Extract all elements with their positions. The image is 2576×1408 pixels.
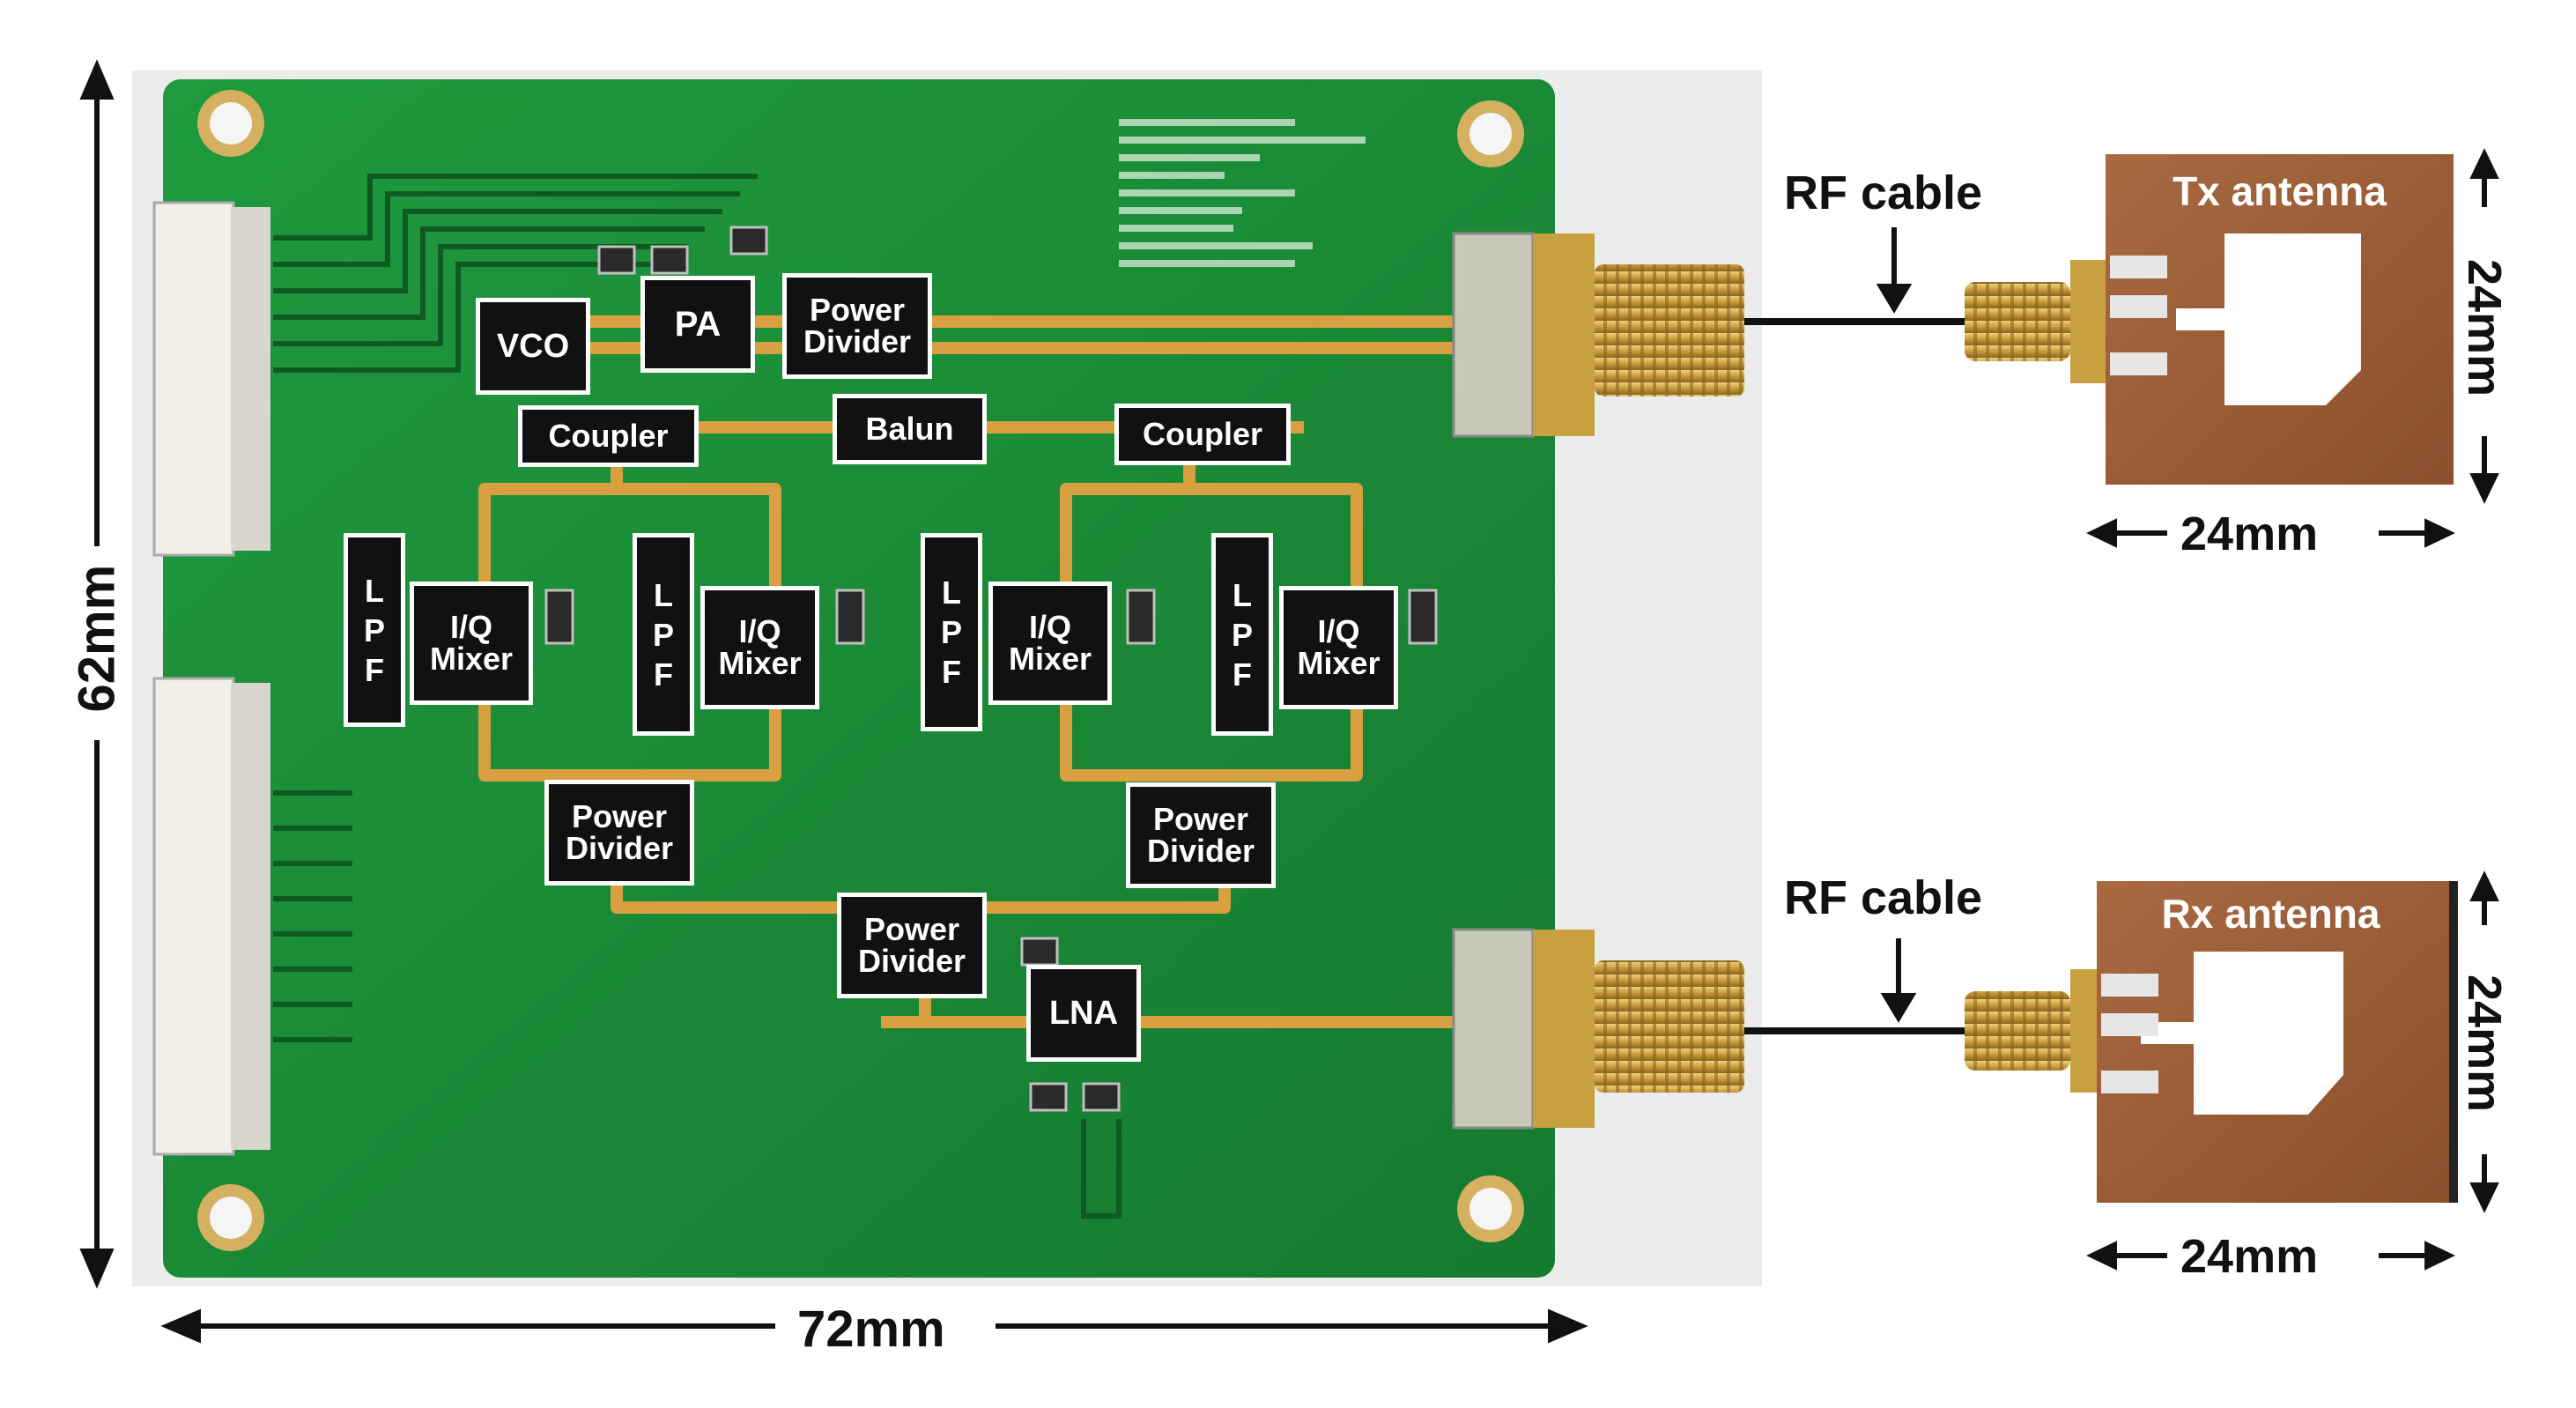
power-divider-top-line1: Power <box>809 292 906 328</box>
antenna-sma-connectors <box>1965 260 2110 1093</box>
lpf-4-p: P <box>1231 616 1253 653</box>
balun-text: Balun <box>865 411 954 447</box>
coupler-left-label: Coupler <box>518 405 699 467</box>
board-sma-connectors <box>1452 232 1744 1130</box>
board-traces <box>273 174 1121 1219</box>
iq-mixer-3-line2: Mixer <box>1008 641 1092 677</box>
pa-label: PA <box>640 276 755 373</box>
iq-mixer-label-3: I/Q Mixer <box>988 582 1112 705</box>
vco-label: VCO <box>476 298 590 395</box>
lpf-3-p: P <box>940 614 962 650</box>
silkscreen-text <box>1119 119 1366 267</box>
board-connectors <box>152 201 270 1156</box>
lpf-2-l: L <box>654 576 673 613</box>
rx-antenna-width-dimension: 24mm <box>2180 1230 2319 1283</box>
iq-mixer-2-line2: Mixer <box>718 645 802 681</box>
dimension-arrows <box>79 59 2499 1344</box>
iq-mixer-3-line1: I/Q <box>1028 609 1071 645</box>
iq-mixer-label-2: I/Q Mixer <box>700 586 819 709</box>
power-divider-center-label: Power Divider <box>837 893 987 998</box>
lpf-1-l: L <box>365 572 384 609</box>
lna-text: LNA <box>1048 995 1119 1032</box>
lpf-2-f: F <box>654 656 673 693</box>
lpf-1-p: P <box>363 611 385 648</box>
pd-bl-line2: Divider <box>565 830 674 866</box>
power-divider-bottom-right-label: Power Divider <box>1126 782 1276 888</box>
pd-br-line1: Power <box>1152 801 1249 837</box>
tx-antenna-height-dimension: 24mm <box>2458 259 2511 397</box>
pa-label-text: PA <box>674 305 722 344</box>
pd-bl-line1: Power <box>571 798 668 834</box>
lpf-4-l: L <box>1232 576 1252 613</box>
board-height-dimension: 62mm <box>68 564 126 713</box>
lpf-3-f: F <box>942 654 961 690</box>
lpf-label-4: L P F <box>1211 533 1273 736</box>
lpf-label-3: L P F <box>921 533 982 731</box>
cable-arrows <box>1876 227 1917 1023</box>
iq-mixer-1-line2: Mixer <box>429 641 514 677</box>
balun-label: Balun <box>833 394 987 464</box>
vco-label-text: VCO <box>496 328 570 365</box>
lpf-label-2: L P F <box>633 533 694 736</box>
tx-antenna-title: Tx antenna <box>2173 168 2387 214</box>
lpf-2-p: P <box>652 616 674 653</box>
pd-c-line1: Power <box>863 911 960 947</box>
coupler-right-text: Coupler <box>1142 416 1262 452</box>
rf-cable-top-label: RF cable <box>1784 167 1983 219</box>
coupler-right-label: Coupler <box>1114 404 1291 465</box>
tx-antenna-width-dimension: 24mm <box>2180 508 2319 560</box>
power-divider-top-line2: Divider <box>803 323 912 359</box>
power-divider-bottom-left-label: Power Divider <box>544 780 694 886</box>
lna-label: LNA <box>1026 965 1141 1062</box>
pd-c-line2: Divider <box>857 943 966 979</box>
iq-mixer-4-line1: I/Q <box>1317 613 1360 649</box>
mounting-holes <box>197 90 1524 1251</box>
iq-mixer-4-line2: Mixer <box>1297 645 1381 681</box>
rf-cable-bottom-label: RF cable <box>1784 871 1983 924</box>
tx-antenna-board <box>2106 154 2454 485</box>
lpf-4-f: F <box>1232 656 1252 693</box>
rx-antenna-title: Rx antenna <box>2161 891 2380 937</box>
pd-br-line2: Divider <box>1146 833 1255 869</box>
iq-mixer-label-4: I/Q Mixer <box>1279 586 1398 709</box>
iq-mixer-2-line1: I/Q <box>738 613 781 649</box>
lpf-1-f: F <box>365 651 384 688</box>
rx-antenna-board <box>2097 881 2458 1203</box>
rx-antenna-height-dimension: 24mm <box>2458 974 2511 1113</box>
smd-components <box>544 226 1438 1112</box>
lpf-label-1: L P F <box>344 533 405 727</box>
iq-mixer-1-line1: I/Q <box>449 609 492 645</box>
lpf-3-l: L <box>942 574 961 611</box>
board-width-dimension: 72mm <box>797 1301 945 1358</box>
iq-mixer-label-1: I/Q Mixer <box>410 582 533 705</box>
power-divider-top-label: Power Divider <box>782 273 932 379</box>
coupler-left-text: Coupler <box>548 418 669 454</box>
